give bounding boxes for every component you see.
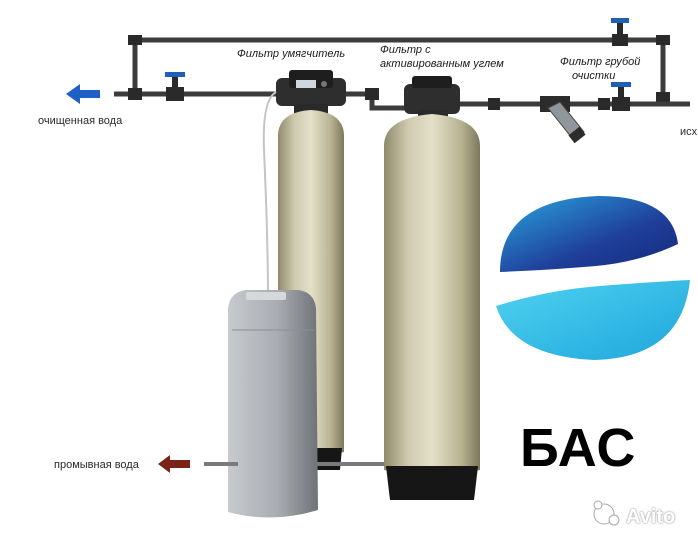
- source-water-label: исх: [680, 126, 698, 138]
- wash-water-arrow-icon: [158, 455, 190, 473]
- watermark-icon: [593, 500, 620, 526]
- clean-water-label: очищенная вода: [38, 115, 123, 127]
- coarse-filter-label-line2: очистки: [572, 70, 616, 82]
- brine-tank: [228, 290, 318, 518]
- main-fitting-mid: [365, 88, 379, 100]
- brand-name: БАС: [520, 418, 637, 478]
- brine-tube: [262, 91, 277, 301]
- brand-logo-icon: [496, 196, 690, 360]
- main-fitting-right: [488, 98, 500, 110]
- watermark-text: Avito: [626, 506, 676, 528]
- bypass-valve-icon: [611, 18, 629, 46]
- bypass-fitting-right: [656, 35, 670, 45]
- carbon-filter-label-line1: Фильтр с: [380, 44, 431, 56]
- coarse-filter-label-line1: Фильтр грубой: [560, 56, 641, 68]
- bypass-pipe: [132, 37, 666, 100]
- softener-filter-label: Фильтр умягчитель: [237, 48, 346, 60]
- wash-water-label: промывная вода: [54, 459, 139, 471]
- output-valve-icon: [165, 72, 185, 101]
- carbon-filter-label-line2: активированным углем: [380, 58, 504, 70]
- input-valve-icon: [611, 82, 631, 111]
- main-fitting-left: [128, 88, 142, 100]
- coarse-filter-icon: [540, 96, 586, 144]
- bypass-fitting-left: [128, 35, 142, 45]
- main-fitting-right-2: [598, 98, 610, 110]
- bypass-fitting-bottom: [656, 92, 670, 102]
- carbon-tank: [384, 76, 480, 500]
- clean-water-arrow-icon: [66, 84, 100, 104]
